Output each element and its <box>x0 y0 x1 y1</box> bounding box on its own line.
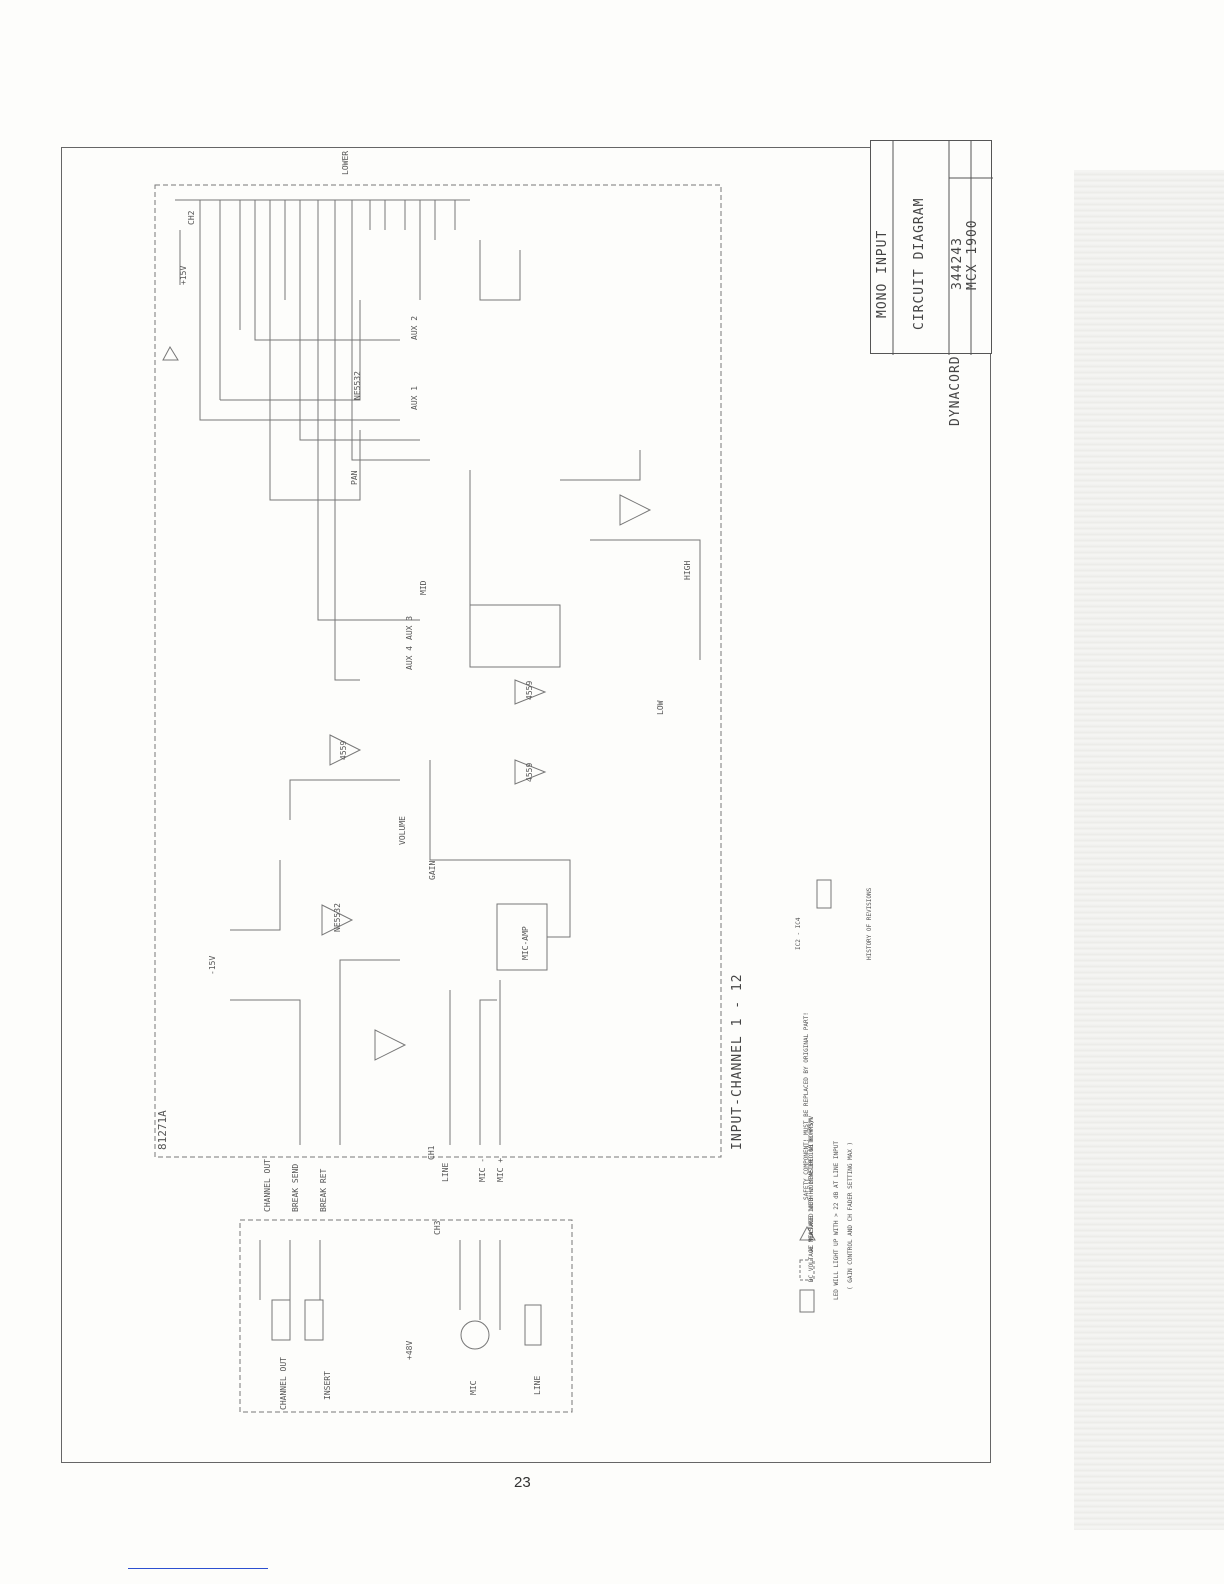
title-block-grid <box>892 141 993 355</box>
port-break-ret: BREAK RET <box>319 1168 328 1212</box>
main-connector-label: CH1 <box>427 1145 436 1160</box>
legend-boxes <box>799 879 832 1313</box>
ic-label-1: 4559 <box>339 741 348 760</box>
port-break-send: BREAK SEND <box>291 1164 300 1212</box>
part-number: 344243 <box>950 237 965 290</box>
control-aux2: AUX 2 <box>410 316 419 340</box>
voltage-phantom: +48V <box>405 1341 414 1360</box>
jack-insert: INSERT <box>323 1371 332 1400</box>
xlr-socket <box>460 1320 490 1350</box>
board-id: 81271A <box>156 1110 169 1150</box>
note-gain: ( GAIN CONTROL AND CH FADER SETTING MAX … <box>847 1142 854 1290</box>
input-mic-plus-label: MIC + <box>496 1158 505 1182</box>
control-mid: MID <box>419 580 428 595</box>
model-number: MCX 1900 <box>965 219 980 290</box>
control-pan: PAN <box>350 470 359 485</box>
title-block <box>870 140 993 355</box>
scan-shadow <box>1074 170 1224 1530</box>
ic-label-4: NE5532 <box>333 903 342 932</box>
ic-note: IC2 - IC4 <box>795 917 802 950</box>
control-aux4: AUX 4 <box>405 646 414 670</box>
voltage-neg: -15V <box>208 956 217 975</box>
ic-label-5: NE5532 <box>353 371 362 400</box>
control-volume: VOLUME <box>398 816 407 845</box>
signal-paths <box>179 230 701 1145</box>
board-outline <box>154 184 722 1158</box>
insert-jack <box>304 1299 324 1341</box>
ic-label-6: MIC-AMP <box>521 926 530 960</box>
port-channel-out: CHANNEL OUT <box>263 1159 272 1212</box>
out-jack <box>271 1299 291 1341</box>
jack-mic: MIC <box>469 1380 478 1395</box>
voltage-pos: +15V <box>179 266 188 285</box>
bus-verticals <box>199 200 456 400</box>
page-number: 23 <box>514 1474 531 1491</box>
warning-triangles <box>162 345 816 1241</box>
line-jack <box>524 1304 542 1346</box>
jack-panel-wiring <box>259 1240 542 1350</box>
mid-section <box>469 604 561 668</box>
opamp-symbols <box>321 494 652 1061</box>
jack-channel-out: CHANNEL OUT <box>279 1357 288 1410</box>
note-safety: SAFETY COMPONENT! MUST BE REPLACED BY OR… <box>803 1012 810 1200</box>
control-aux1: AUX 1 <box>410 386 419 410</box>
ic-label-3: 4559 <box>525 763 534 782</box>
control-gain: GAIN <box>428 861 437 880</box>
control-high: HIGH <box>683 561 692 580</box>
panel-connector-label: CH3 <box>433 1220 442 1235</box>
control-aux3: AUX 3 <box>405 616 414 640</box>
drawing-frame <box>61 147 991 1463</box>
note-ac: AC VOLTAGE 1000 Hz MEASURED WITH VTVM <box>808 1118 815 1252</box>
control-low: LOW <box>656 700 665 715</box>
brand-name: DYNACORD <box>948 355 963 426</box>
jack-panel-outline <box>239 1219 573 1413</box>
input-line-label: LINE <box>441 1163 450 1182</box>
note-led: LED WILL LIGHT UP WITH > 22 dB AT LINE I… <box>833 1141 840 1300</box>
lower-label: LOWER <box>341 151 350 175</box>
history-label: HISTORY OF REVISIONS <box>866 887 873 960</box>
jack-line: LINE <box>533 1376 542 1395</box>
title-line1: MONO INPUT <box>875 229 890 318</box>
note-dc: DC VOLTAGE MEASURED WITH VOLTMETER 100 K… <box>808 1115 815 1282</box>
title-line2: CIRCUIT DIAGRAM <box>912 197 927 330</box>
footer-rule <box>128 1568 268 1569</box>
aux-wiring <box>199 290 430 681</box>
bus-connector-label: CH2 <box>187 210 196 225</box>
input-mic-minus-label: MIC - <box>478 1158 487 1182</box>
section-title: INPUT-CHANNEL 1 - 12 <box>730 973 745 1150</box>
ic-label-2: 4559 <box>525 681 534 700</box>
